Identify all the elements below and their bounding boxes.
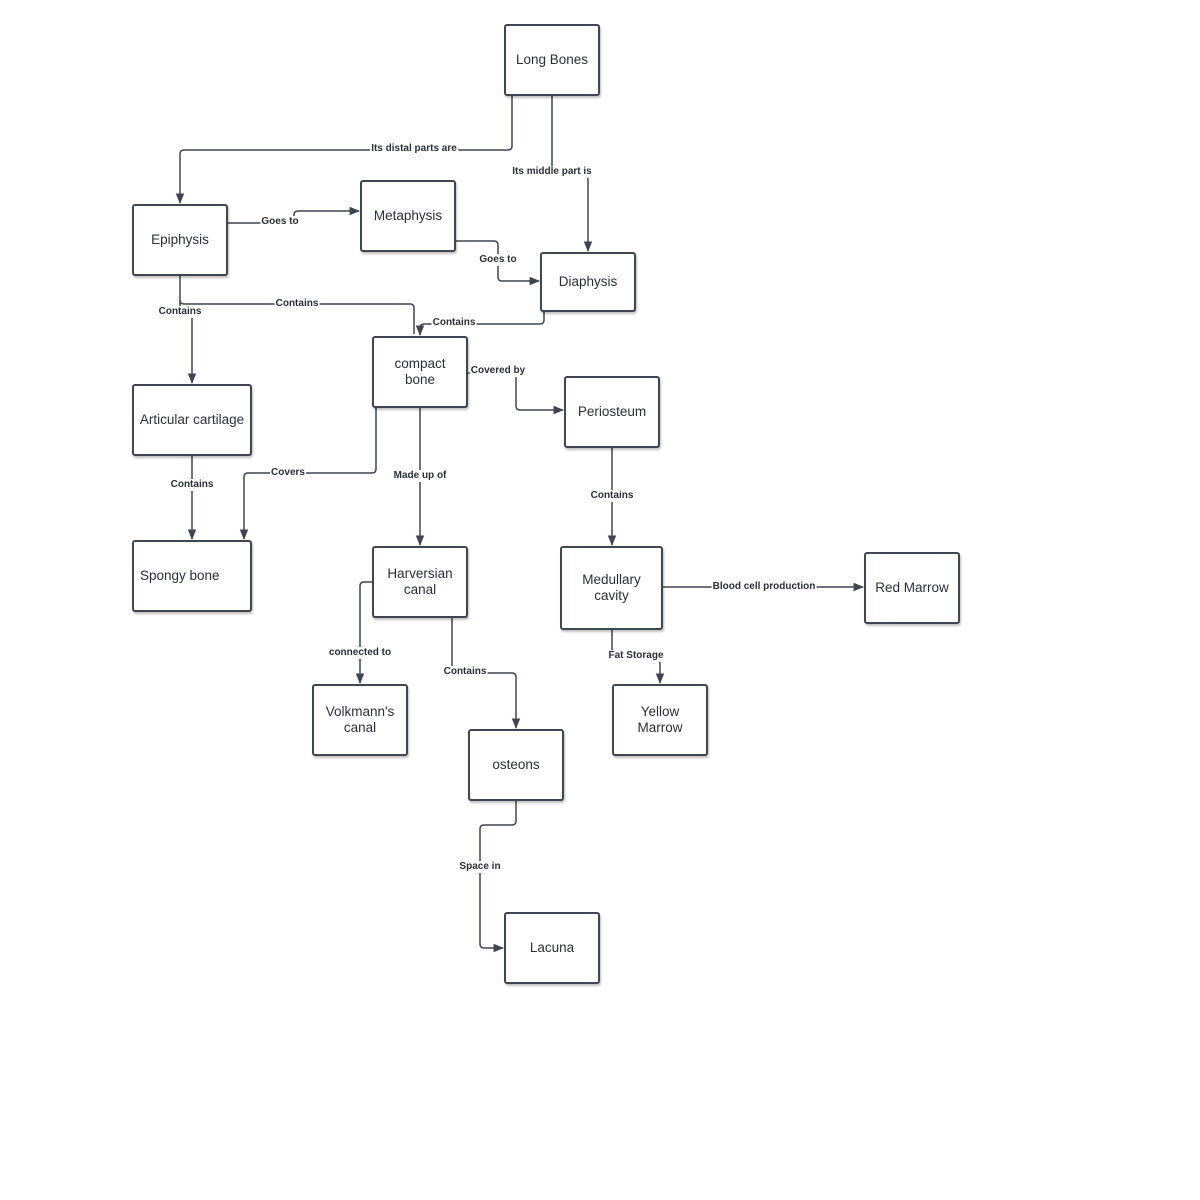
edge-label-contains-epi-compact: Contains [274,298,320,310]
edge-label-covers: Covers [270,467,306,479]
node-medullary-cavity[interactable]: Medullary cavity [560,546,663,630]
node-periosteum-label: Periosteum [577,404,647,419]
node-metaphysis[interactable]: Metaphysis [360,180,456,252]
node-red-marrow[interactable]: Red Marrow [864,552,960,624]
node-volkmanns-canal-label: Volkmann's canal [325,704,395,735]
edge-covered-by[interactable] [468,372,565,415]
edge-label-contains-dia-compact: Contains [431,317,477,329]
edge-label-middle-part: Its middle part is [511,166,593,178]
edge-covers[interactable] [239,408,377,541]
edge-space-in[interactable] [479,801,517,953]
edge-label-blood-cell: Blood cell production [711,581,817,593]
node-red-marrow-label: Red Marrow [875,580,949,595]
node-osteons-label: osteons [492,757,540,772]
node-articular-cartilage[interactable]: Articular cartilage [132,384,252,456]
edge-label-space-in: Space in [458,861,502,873]
node-metaphysis-label: Metaphysis [373,208,443,223]
node-epiphysis[interactable]: Epiphysis [132,204,228,276]
node-articular-cartilage-label: Articular cartilage [139,412,245,427]
node-epiphysis-label: Epiphysis [151,232,209,247]
edge-label-goes-to-1: Goes to [260,216,300,228]
node-harversian-canal[interactable]: Harversian canal [372,546,468,618]
node-spongy-bone[interactable]: Spongy bone [132,540,252,612]
node-osteons[interactable]: osteons [468,729,564,801]
edge-label-covered-by: Covered by [469,365,527,377]
edge-connected-to[interactable] [355,581,372,685]
node-compact-bone[interactable]: compact bone [372,336,468,408]
node-yellow-marrow-label: Yellow Marrow [637,704,683,735]
edge-label-goes-to-2: Goes to [478,254,518,266]
node-long-bones-label: Long Bones [515,52,589,67]
node-lacuna[interactable]: Lacuna [504,912,600,984]
node-medullary-cavity-label: Medullary cavity [582,572,641,603]
node-yellow-marrow[interactable]: Yellow Marrow [612,684,708,756]
node-spongy-bone-label: Spongy bone [140,568,220,583]
edge-label-contains-peri-med: Contains [589,490,635,502]
edge-contains-epi-art[interactable] [179,276,197,385]
node-diaphysis-label: Diaphysis [558,274,618,289]
edge-label-contains-harv-ost: Contains [442,666,488,678]
edge-label-fat-storage: Fat Storage [607,650,665,662]
edge-distal-parts[interactable] [175,96,513,205]
node-compact-bone-label: compact bone [394,356,446,387]
edge-contains-dia-compact[interactable] [415,312,545,337]
node-volkmanns-canal[interactable]: Volkmann's canal [312,684,408,756]
edge-label-connected-to: connected to [327,647,393,659]
edge-label-contains-epi-art: Contains [157,306,203,318]
edge-label-distal-parts: Its distal parts are [370,143,458,155]
edge-label-made-up-of: Made up of [392,470,448,482]
node-lacuna-label: Lacuna [529,940,575,955]
node-long-bones[interactable]: Long Bones [504,24,600,96]
node-diaphysis[interactable]: Diaphysis [540,252,636,312]
edge-contains-epi-compact[interactable] [179,299,415,334]
node-harversian-canal-label: Harversian canal [387,566,453,597]
edge-label-contains-art-spongy: Contains [169,479,215,491]
node-periosteum[interactable]: Periosteum [564,376,660,448]
